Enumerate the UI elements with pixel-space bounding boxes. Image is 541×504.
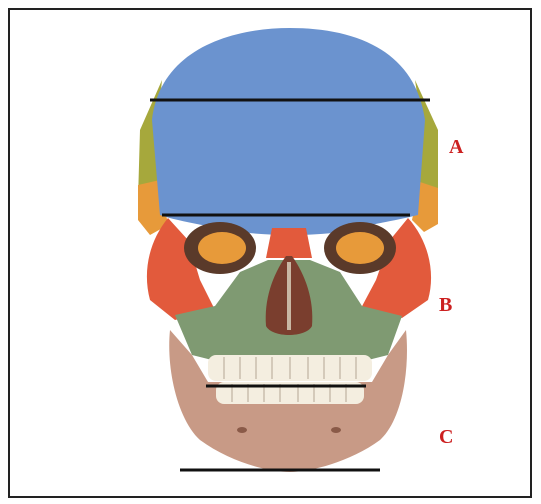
mental-foramen-left bbox=[237, 427, 247, 433]
skull-illustration bbox=[10, 10, 530, 496]
region-label-a: A bbox=[449, 136, 463, 159]
region-label-c: C bbox=[439, 426, 453, 449]
mental-foramen-right bbox=[331, 427, 341, 433]
nasal-bone bbox=[266, 228, 312, 258]
figure-frame: A B C bbox=[8, 8, 532, 498]
orbit-left-inner bbox=[198, 232, 246, 264]
upper-teeth bbox=[208, 355, 372, 381]
orbit-right-inner bbox=[336, 232, 384, 264]
frontal-bone bbox=[152, 28, 425, 235]
region-label-b: B bbox=[439, 294, 452, 317]
